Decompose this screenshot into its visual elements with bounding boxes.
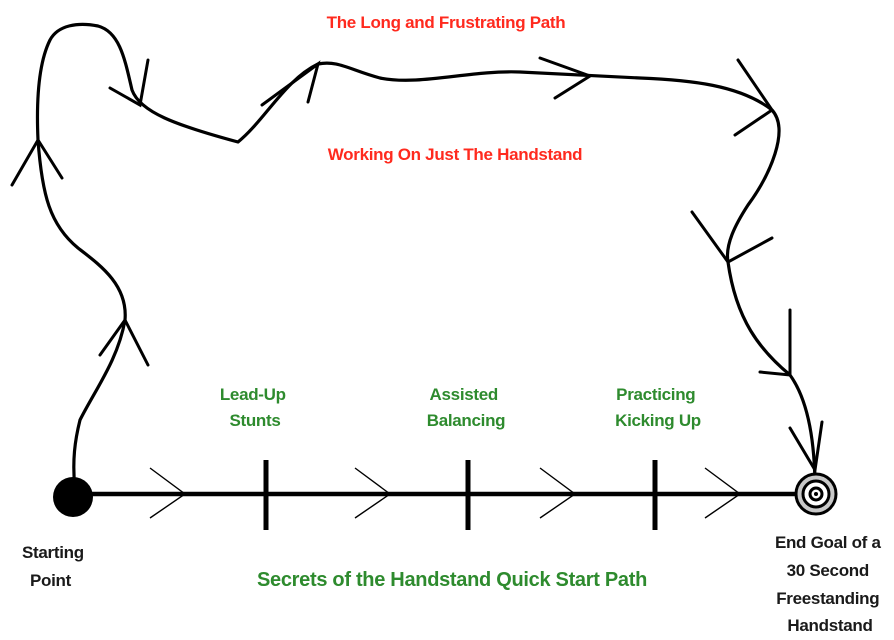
arrowhead: [538, 56, 594, 100]
long-path-title: The Long and Frustrating Path: [327, 13, 566, 32]
starting-point-label: Starting Point: [22, 543, 88, 590]
milestone-ticks: [263, 460, 658, 530]
arrowhead: [733, 58, 775, 137]
milestone-label: Practicing Kicking Up: [615, 385, 701, 430]
end-goal-label: End Goal of a 30 Second Freestanding Han…: [775, 533, 885, 635]
long-path-arrowheads: [10, 56, 824, 475]
arrowhead: [354, 467, 392, 519]
arrowhead: [539, 467, 577, 519]
arrowhead: [108, 58, 150, 108]
long-path-subtitle: Working On Just The Handstand: [328, 145, 583, 164]
arrowhead: [260, 60, 321, 107]
arrowhead: [10, 137, 64, 187]
quick-path-title: Secrets of the Handstand Quick Start Pat…: [257, 569, 647, 591]
milestone-label: Assisted Balancing: [427, 385, 506, 430]
milestone-label: Lead-Up Stunts: [220, 385, 290, 430]
arrowhead: [704, 467, 742, 519]
arrowhead: [690, 210, 774, 264]
arrowhead: [149, 467, 187, 519]
arrowhead: [98, 317, 150, 367]
arrowhead: [758, 308, 792, 377]
target-icon: [794, 472, 838, 516]
arrowhead: [788, 420, 824, 475]
starting-point-dot: [53, 477, 93, 517]
quick-path-arrowheads: [149, 467, 742, 519]
